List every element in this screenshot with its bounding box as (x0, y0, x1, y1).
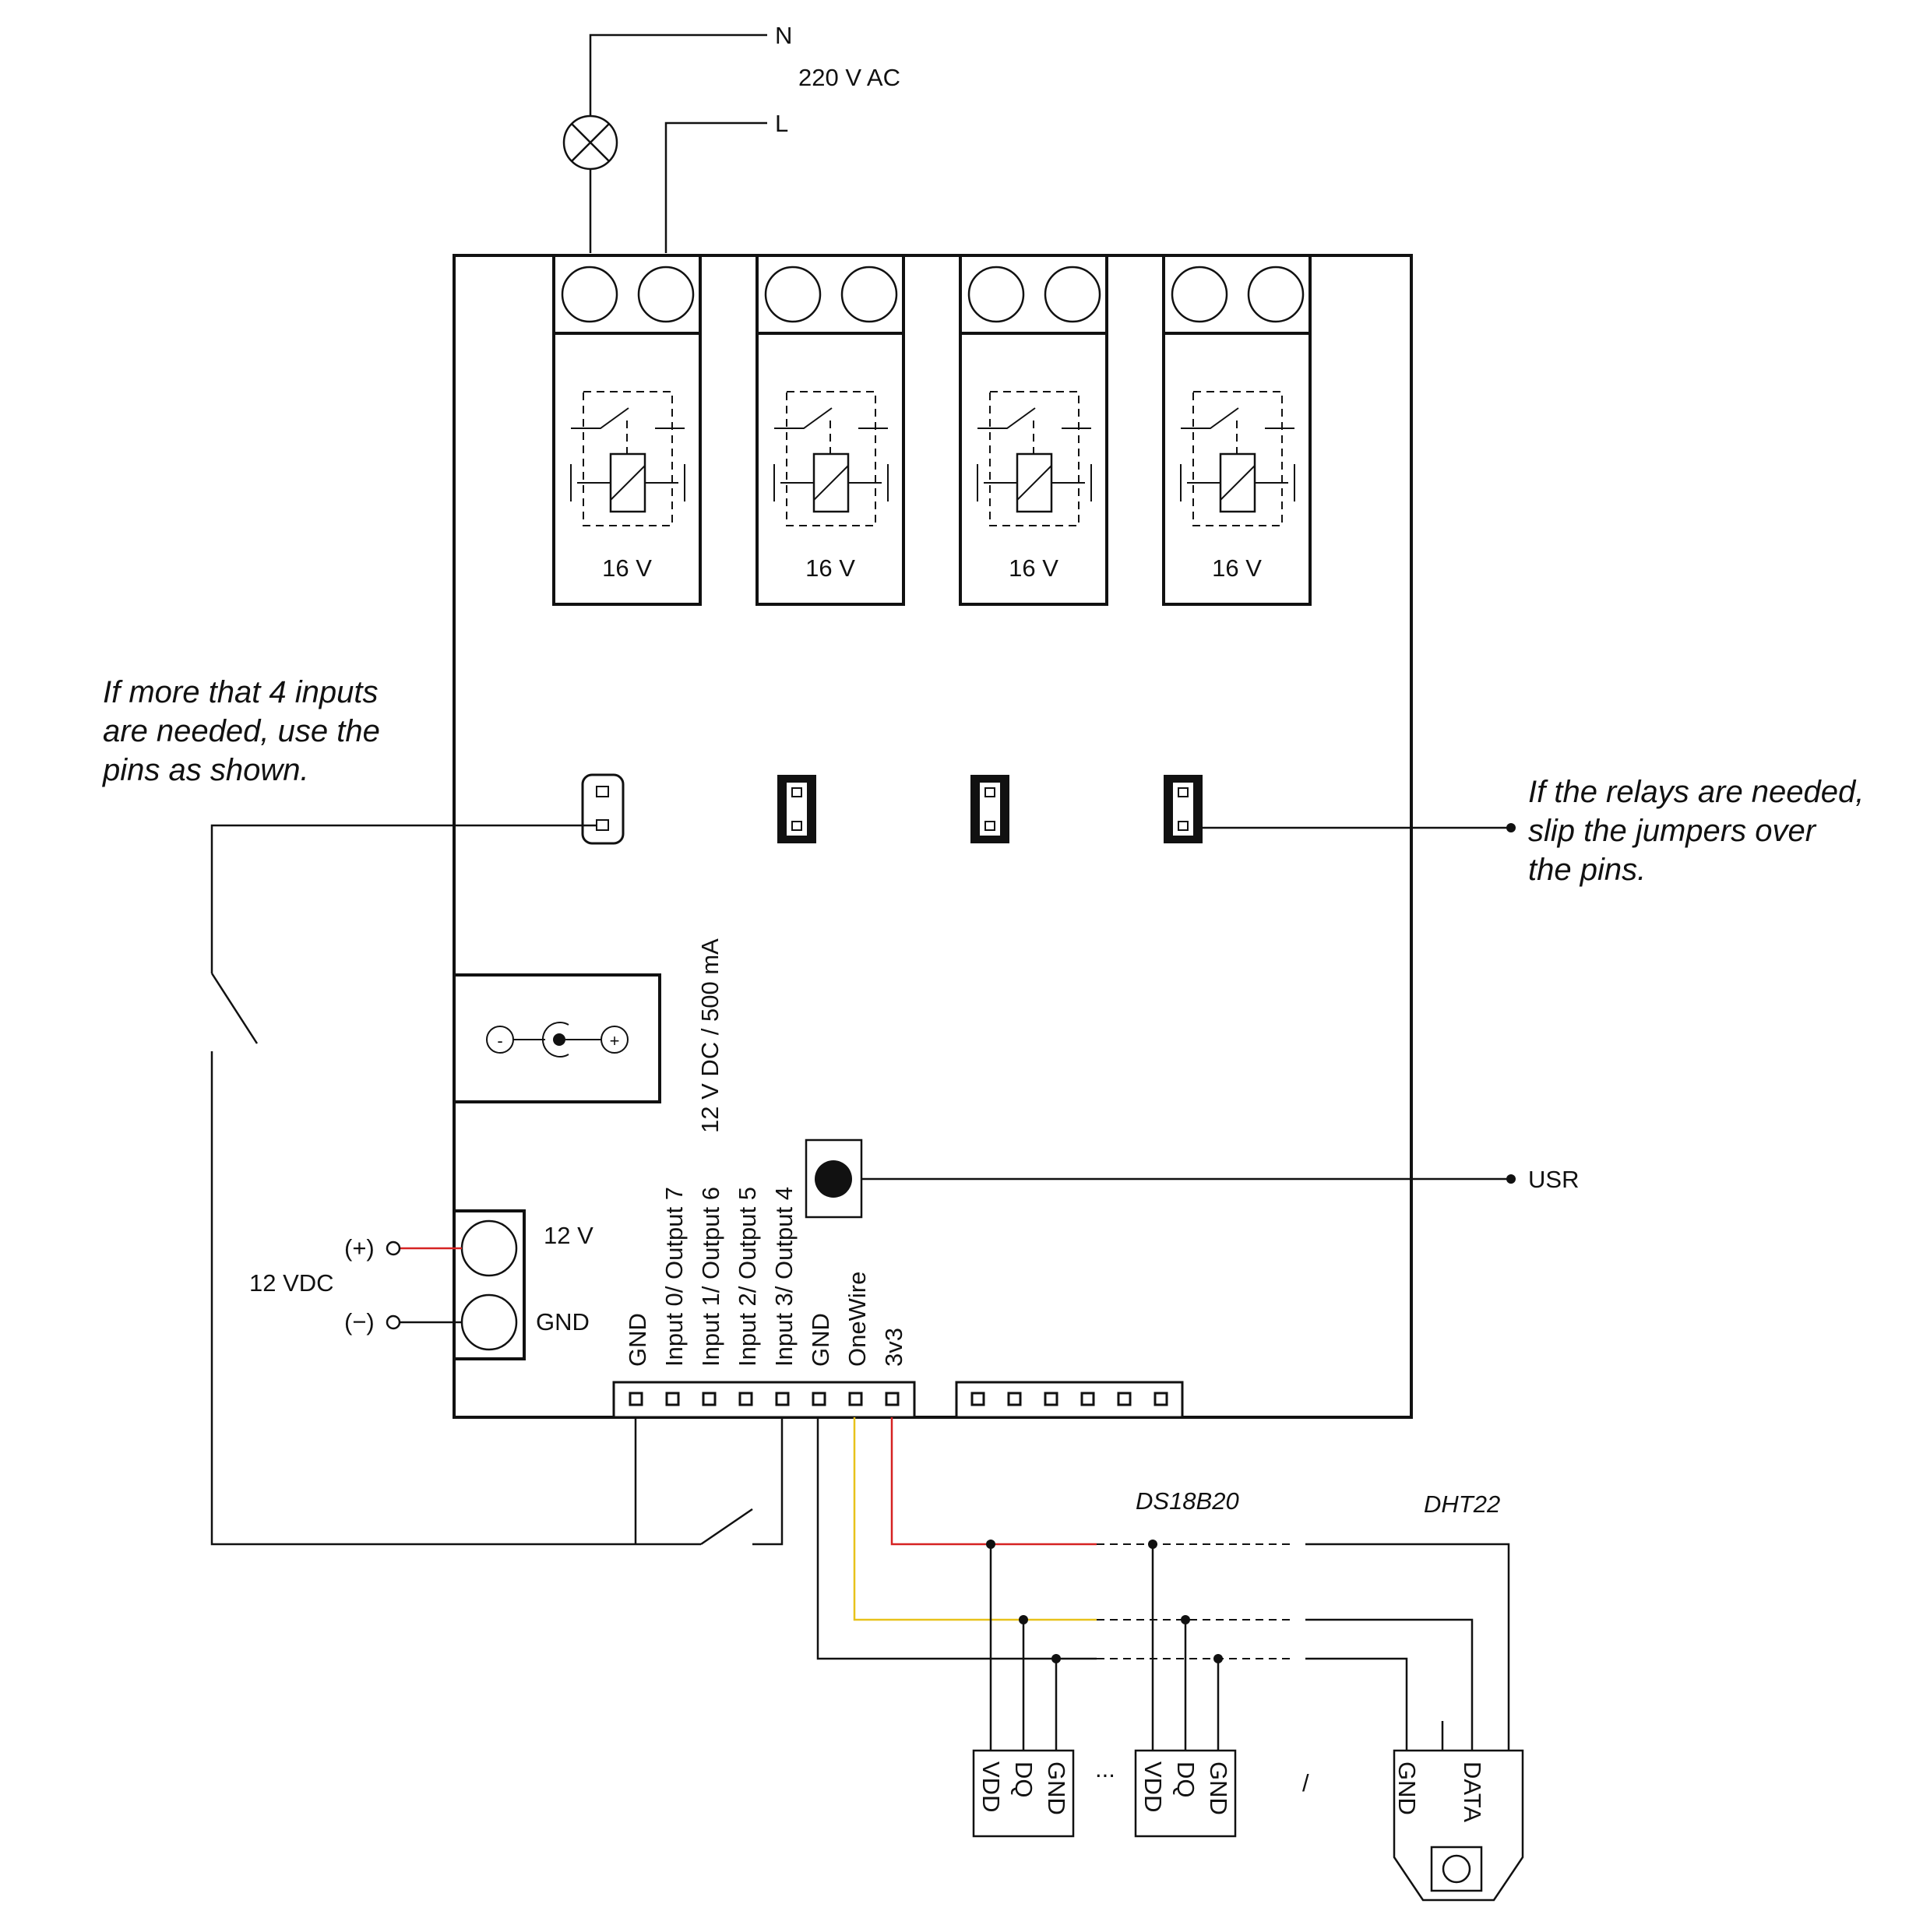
dht-pin-label: DATA (1459, 1761, 1486, 1822)
jumper-open-pins[interactable] (581, 773, 625, 845)
svg-text:the pins.: the pins. (1528, 853, 1646, 887)
usr-button[interactable] (805, 1138, 863, 1219)
relay-terminal-screw[interactable] (1247, 266, 1305, 323)
relay-coil-icon (1180, 391, 1295, 526)
relay-rating-label: 16 V (1212, 554, 1262, 582)
switch-icon (210, 973, 259, 1044)
input-switch-wiring (210, 824, 784, 1546)
ds-pin-label: VDD (1139, 1761, 1167, 1812)
header-pin[interactable] (702, 1392, 717, 1406)
switch-icon (700, 1508, 753, 1546)
dht22-title: DHT22 (1424, 1490, 1500, 1518)
relay-terminal-screw[interactable] (561, 266, 618, 323)
relay-coil-icon (977, 391, 1092, 526)
header-pin[interactable] (1154, 1392, 1168, 1406)
header-pin[interactable] (1044, 1392, 1058, 1406)
svg-text:If the relays are needed,: If the relays are needed, (1528, 775, 1864, 809)
neutral-label: N (775, 22, 792, 49)
pin-label: 3v3 (880, 1328, 907, 1367)
relay-coil-icon (570, 391, 685, 526)
svg-text:are needed, use the: are needed, use the (103, 714, 380, 748)
terminal-12v-label: 12 V (544, 1222, 593, 1249)
power-terminal-screw[interactable] (460, 1293, 518, 1351)
svg-text:slip the jumpers over: slip the jumpers over (1528, 814, 1817, 848)
relay-terminal-screw[interactable] (1044, 266, 1101, 323)
pin-label: Input 1/ Output 6 (697, 1187, 724, 1367)
relay-4: 16 V (1162, 254, 1312, 606)
mains-circuit: N L 220 V AC (562, 22, 900, 253)
dht22-sensor: GND DATA (1393, 1749, 1524, 1902)
relay-terminal-screw[interactable] (1171, 266, 1228, 323)
relay-coil-icon (773, 391, 889, 526)
terminal-gnd-label: GND (536, 1308, 590, 1336)
ds-pin-label: DQ (1010, 1761, 1037, 1798)
dc-power-jack[interactable]: - + (453, 973, 661, 1103)
jumper-closed[interactable] (777, 775, 816, 843)
pin-label: Input 2/ Output 5 (734, 1187, 761, 1367)
relay-terminal-screw[interactable] (637, 266, 695, 323)
pin-header-secondary (955, 1381, 1184, 1419)
dc-jack-center-icon (553, 1033, 565, 1046)
ds18b20-sensor-2: VDD DQ GND (1134, 1749, 1237, 1838)
ds-pin-label: GND (1205, 1761, 1232, 1815)
jumper-closed[interactable] (970, 775, 1009, 843)
jumper-closed[interactable] (1164, 775, 1203, 843)
relay-rating-label: 16 V (805, 554, 855, 582)
relay-2: 16 V (755, 254, 905, 606)
ds-pin-label: VDD (977, 1761, 1005, 1812)
supply-minus-label: (−) (344, 1308, 375, 1336)
sensor-separator: / (1302, 1769, 1309, 1797)
pin-label: GND (807, 1313, 834, 1367)
ds18b20-title: DS18B20 (1136, 1487, 1239, 1515)
ds18b20-sensor-1: VDD DQ GND (972, 1749, 1075, 1838)
pin-label: GND (624, 1313, 651, 1367)
header-pin[interactable] (848, 1392, 863, 1406)
dc-jack-rating-label: 12 V DC / 500 mA (696, 938, 724, 1133)
usr-label: USR (1528, 1166, 1579, 1193)
sensor-ellipsis: ... (1095, 1755, 1115, 1782)
header-pin[interactable] (885, 1392, 900, 1406)
relay-terminal-screw[interactable] (840, 266, 898, 323)
relay-3: 16 V (959, 254, 1108, 606)
supply-voltage-label: 12 VDC (249, 1269, 334, 1297)
svg-text:+: + (610, 1031, 620, 1050)
mains-voltage-label: 220 V AC (798, 64, 900, 91)
pin-label: OneWire (844, 1272, 871, 1367)
pin-header-main (612, 1381, 916, 1419)
pin-label: Input 3/ Output 4 (770, 1187, 798, 1367)
inputs-note: If more that 4 inputs are needed, use th… (102, 675, 380, 787)
header-pin[interactable] (1007, 1392, 1022, 1406)
power-terminal-screw[interactable] (460, 1219, 518, 1277)
header-pin[interactable] (970, 1392, 985, 1406)
supply-plus-node (386, 1240, 401, 1256)
supply-minus-node (386, 1314, 401, 1330)
supply-plus-label: (+) (344, 1234, 375, 1262)
dht22-mount-hole-icon (1442, 1854, 1471, 1884)
pin-label: Input 0/ Output 7 (660, 1187, 688, 1367)
header-pin[interactable] (629, 1392, 643, 1406)
ds-pin-label: GND (1043, 1761, 1070, 1815)
sensor-bus (816, 1417, 1510, 1751)
relay-terminal-screw[interactable] (764, 266, 822, 323)
relay-rating-label: 16 V (602, 554, 652, 582)
relay-rating-label: 16 V (1009, 554, 1058, 582)
header-pin[interactable] (812, 1392, 826, 1406)
relay-terminal-screw[interactable] (967, 266, 1025, 323)
relay-1: 16 V (552, 254, 702, 606)
ds-pin-label: DQ (1172, 1761, 1199, 1798)
header-pin[interactable] (775, 1392, 790, 1406)
header-pin[interactable] (738, 1392, 753, 1406)
header-pin-labels: GND Input 0/ Output 7 Input 1/ Output 6 … (624, 1187, 907, 1367)
svg-text:-: - (497, 1031, 502, 1050)
power-terminal (453, 1209, 526, 1360)
dht-pin-label: GND (1393, 1761, 1421, 1815)
header-pin[interactable] (1080, 1392, 1095, 1406)
svg-text:pins as shown.: pins as shown. (102, 753, 309, 787)
header-pin[interactable] (665, 1392, 680, 1406)
header-pin[interactable] (1117, 1392, 1132, 1406)
relay-jumper-note: If the relays are needed, slip the jumpe… (1528, 775, 1864, 887)
svg-text:If more that 4 inputs: If more that 4 inputs (103, 675, 379, 709)
line-label: L (775, 110, 788, 137)
